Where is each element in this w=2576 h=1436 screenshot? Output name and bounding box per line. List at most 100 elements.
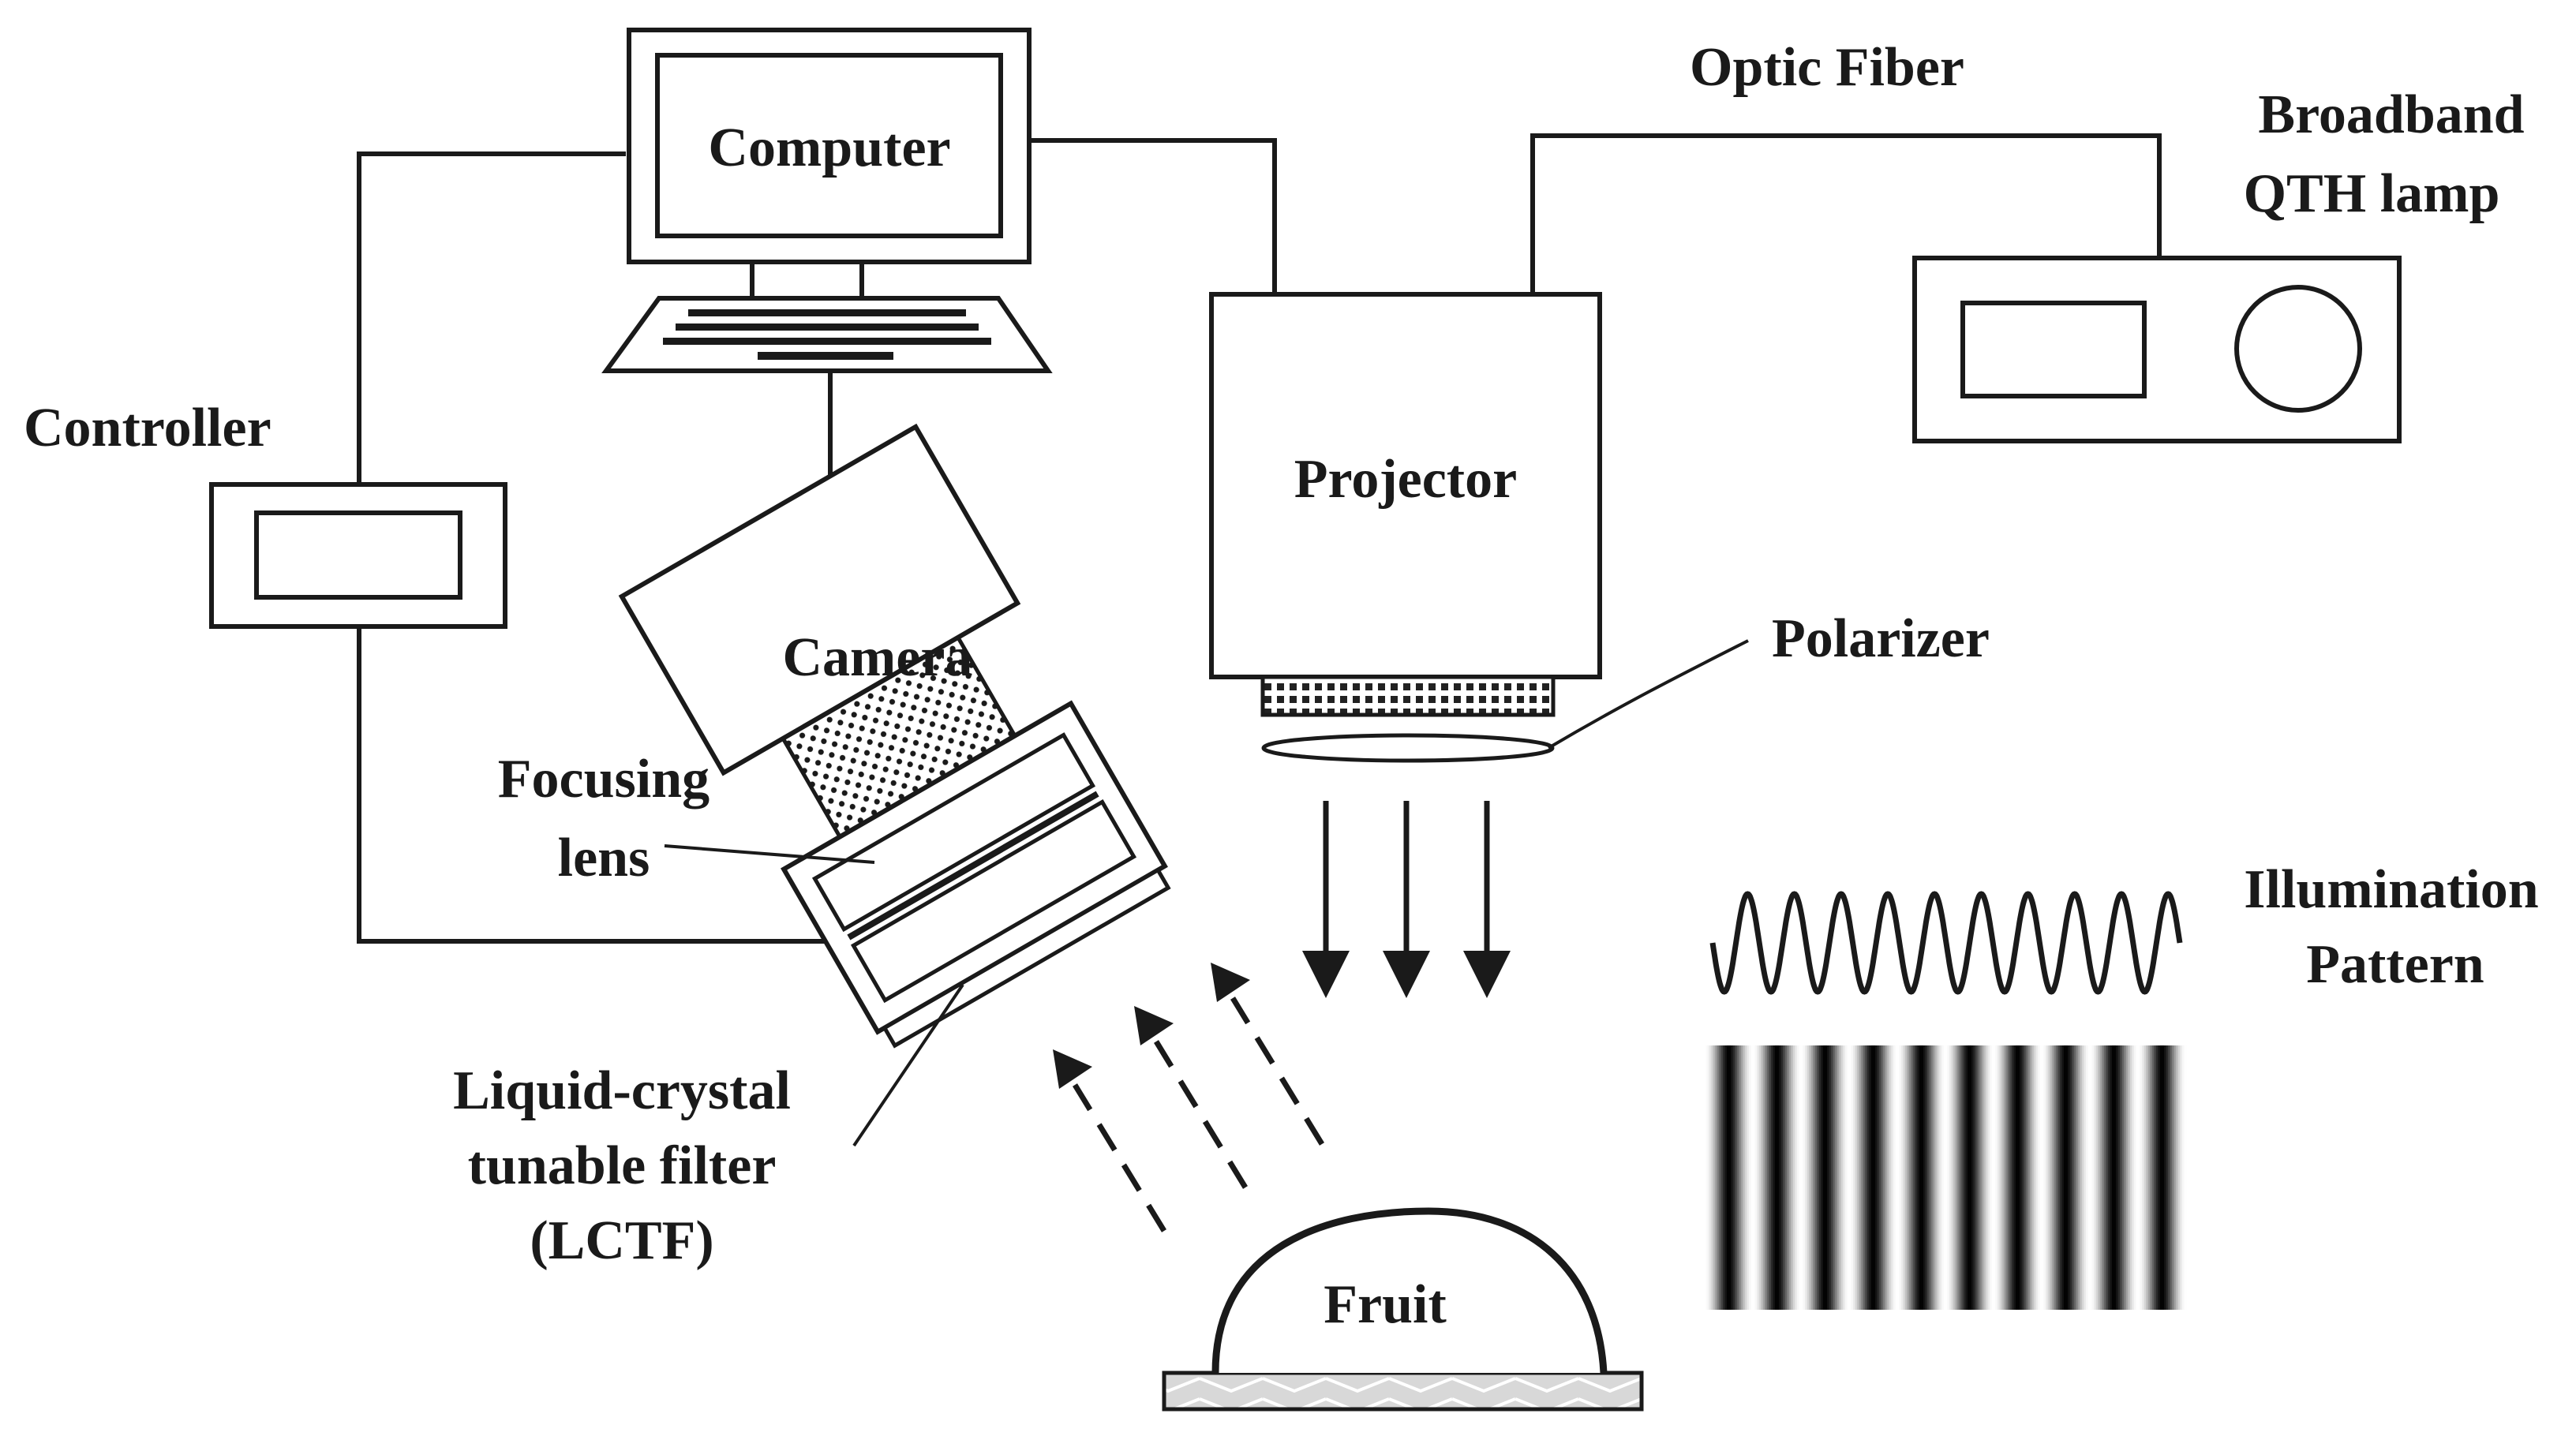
- illumination-sine-wave: [1709, 891, 2183, 995]
- stripe-column: [1923, 1045, 1926, 1310]
- stripe-column: [2168, 1045, 2171, 1310]
- stripe-column: [2125, 1045, 2129, 1310]
- stripe-column: [1941, 1045, 1945, 1310]
- stripe-column: [2065, 1045, 2069, 1310]
- stripe-column: [2102, 1045, 2105, 1310]
- stripe-column: [1796, 1045, 1800, 1310]
- stripe-column: [2042, 1045, 2045, 1310]
- stripe-column: [2162, 1045, 2165, 1310]
- stripe-column: [1994, 1045, 1997, 1310]
- stripe-column: [1975, 1045, 1979, 1310]
- stripe-column: [1837, 1045, 1840, 1310]
- lctf-filter: [781, 700, 1171, 1049]
- stripe-column: [2150, 1045, 2153, 1310]
- stripe-column: [1865, 1045, 1868, 1310]
- stripe-column: [1818, 1045, 1822, 1310]
- stripe-column: [2050, 1045, 2053, 1310]
- stripe-column: [1857, 1045, 1860, 1310]
- stripe-column: [1753, 1045, 1756, 1310]
- stripe-column: [1851, 1045, 1854, 1310]
- projector-lens-grid: [1260, 675, 1556, 717]
- stripe-column: [1957, 1045, 1960, 1310]
- stripe-column: [2072, 1045, 2075, 1310]
- fruit-label: Fruit: [1324, 1274, 1447, 1335]
- stripe-column: [2046, 1045, 2049, 1310]
- reflected-light-arrows: [1053, 963, 1324, 1232]
- stripe-column: [1883, 1045, 1886, 1310]
- stripe-column: [2043, 1045, 2046, 1310]
- stripe-column: [2129, 1045, 2132, 1310]
- stripe-column: [2087, 1045, 2091, 1310]
- polarizer: Polarizer: [1261, 608, 1990, 763]
- stripe-column: [1762, 1045, 1765, 1310]
- stripe-column: [1728, 1045, 1732, 1310]
- stripe-column: [2015, 1045, 2019, 1310]
- stripe-column: [2138, 1045, 2141, 1310]
- stripe-column: [1766, 1045, 1769, 1310]
- stripe-column: [2073, 1045, 2076, 1310]
- stripe-column: [1807, 1045, 1810, 1310]
- stripe-column: [2132, 1045, 2135, 1310]
- focusing-lens-label-line2: lens: [558, 828, 650, 888]
- stripe-column: [1877, 1045, 1880, 1310]
- stripe-column: [1875, 1045, 1878, 1310]
- stripe-column: [2076, 1045, 2079, 1310]
- stripe-column: [1726, 1045, 1730, 1310]
- stripe-column: [2106, 1045, 2109, 1310]
- computer-controller-wire: [357, 151, 626, 483]
- stripe-column: [1855, 1045, 1858, 1310]
- stripe-column: [1813, 1045, 1816, 1310]
- stripe-column: [1777, 1045, 1780, 1310]
- stripe-column: [1937, 1045, 1940, 1310]
- stripe-column: [1795, 1045, 1798, 1310]
- stripe-column: [2001, 1045, 2005, 1310]
- stripe-column: [1784, 1045, 1788, 1310]
- stripe-column: [1792, 1045, 1795, 1310]
- stripe-column: [1885, 1045, 1888, 1310]
- stripe-column: [2164, 1045, 2167, 1310]
- stripe-column: [1720, 1045, 1724, 1310]
- connection-wires: [357, 133, 2162, 944]
- stripe-column: [2047, 1045, 2050, 1310]
- stripe-column: [1983, 1045, 1986, 1310]
- stripe-column: [1840, 1045, 1844, 1310]
- lamp-label-line2: QTH lamp: [2244, 163, 2500, 224]
- stripe-column: [2005, 1045, 2009, 1310]
- stripe-column: [1913, 1045, 1916, 1310]
- stripe-column: [1995, 1045, 1998, 1310]
- stripe-column: [2120, 1045, 2123, 1310]
- stripe-column: [1933, 1045, 1936, 1310]
- stripe-column: [1895, 1045, 1898, 1310]
- stripe-column: [2021, 1045, 2024, 1310]
- stripe-column: [1893, 1045, 1896, 1310]
- stripe-column: [2051, 1045, 2054, 1310]
- stripe-column: [2121, 1045, 2125, 1310]
- stripe-column: [1833, 1045, 1836, 1310]
- stripe-column: [1722, 1045, 1726, 1310]
- stripe-column: [2107, 1045, 2111, 1310]
- illumination-label-line1: Illumination: [2244, 859, 2538, 920]
- stripe-column: [2057, 1045, 2061, 1310]
- stripe-column: [2158, 1045, 2161, 1310]
- stripe-column: [1843, 1045, 1846, 1310]
- stripe-column: [1903, 1045, 1906, 1310]
- stripe-column: [2154, 1045, 2157, 1310]
- stripe-column: [1814, 1045, 1818, 1310]
- stripe-column: [2155, 1045, 2159, 1310]
- stripe-column: [1713, 1045, 1716, 1310]
- stripe-column: [1849, 1045, 1852, 1310]
- stripe-column: [1879, 1045, 1882, 1310]
- illumination-label-line2: Pattern: [2306, 934, 2484, 995]
- stripe-column: [2172, 1045, 2175, 1310]
- stripe-column: [2027, 1045, 2031, 1310]
- computer-screen: [655, 53, 1003, 238]
- stripe-column: [2059, 1045, 2063, 1310]
- stripe-column: [2011, 1045, 2015, 1310]
- stripe-column: [2159, 1045, 2163, 1310]
- stripe-column: [1945, 1045, 1949, 1310]
- stripe-column: [2081, 1045, 2084, 1310]
- focusing-lens-label-line1: Focusing: [498, 749, 710, 810]
- stripe-column: [1866, 1045, 1870, 1310]
- stripe-column: [1931, 1045, 1934, 1310]
- camera-label: Camera: [782, 627, 972, 688]
